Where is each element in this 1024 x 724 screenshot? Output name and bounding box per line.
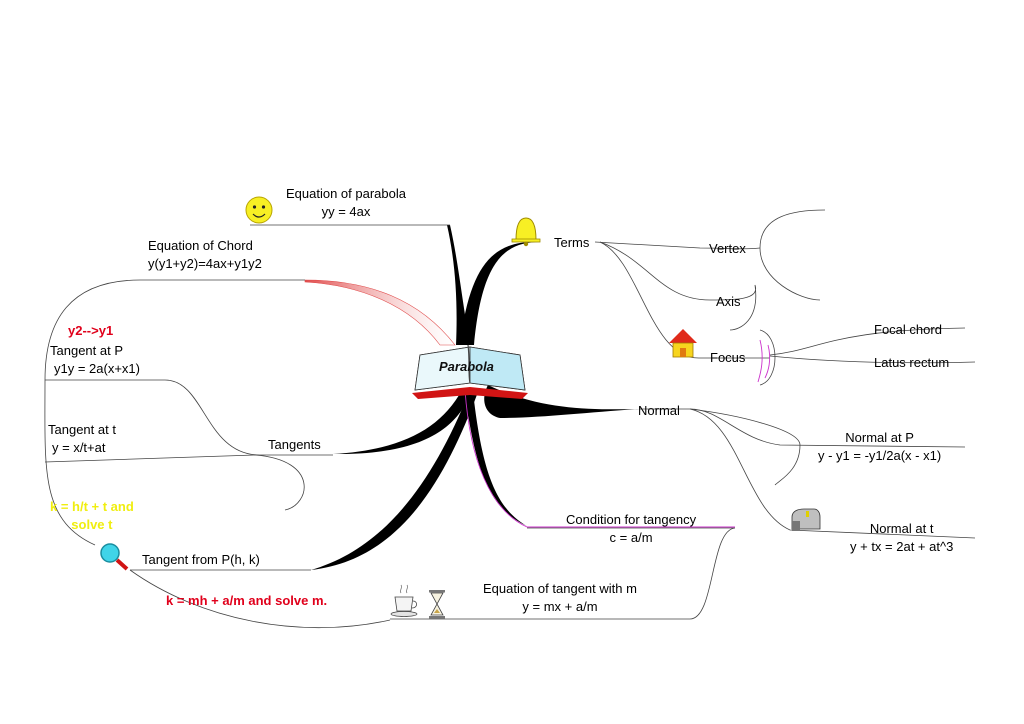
node-formula: y = mx + a/m	[522, 599, 598, 614]
house-icon	[669, 329, 697, 358]
node-axis[interactable]: Axis	[716, 294, 741, 309]
node-focus[interactable]: Focus	[710, 350, 746, 365]
node-latus-rectum[interactable]: Latus rectum	[874, 355, 950, 370]
node-formula: yy = 4ax	[321, 204, 371, 219]
branch-tangents	[333, 390, 470, 455]
branch-eq-parabola	[447, 225, 470, 345]
node-title: Equation of Chord	[148, 238, 253, 253]
main-branches	[311, 225, 640, 570]
node-tangent-from-p[interactable]: Tangent from P(h, k)	[142, 552, 260, 567]
node-terms[interactable]: Terms	[554, 235, 590, 250]
note-line: k = h/t + t and	[50, 499, 134, 514]
branch-terms	[460, 241, 540, 345]
hourglass-icon	[429, 590, 445, 619]
node-tangent-at-p[interactable]: Tangent at P y1y = 2a(x+x1)	[50, 342, 140, 378]
smiley-icon	[245, 196, 273, 224]
bell-icon	[511, 217, 541, 247]
branch-normal	[484, 385, 640, 418]
open-book-icon	[412, 344, 528, 399]
node-title: Condition for tangency	[566, 512, 697, 527]
center-node-title[interactable]: Parabola	[439, 359, 494, 374]
node-title: Equation of tangent with m	[483, 581, 637, 596]
node-equation-of-tangent-with-m[interactable]: Equation of tangent with m y = mx + a/m	[483, 580, 637, 616]
node-equation-of-parabola[interactable]: Equation of parabola yy = 4ax	[286, 185, 406, 221]
node-title: Tangent at t	[48, 422, 116, 437]
node-formula: y = x/t+at	[52, 440, 106, 455]
node-normal[interactable]: Normal	[638, 403, 680, 418]
node-formula: y + tx = 2at + at^3	[850, 539, 954, 554]
note-k-mh[interactable]: k = mh + a/m and solve m.	[166, 593, 328, 608]
coffee-cup-icon	[390, 584, 418, 617]
note-k-h-t[interactable]: k = h/t + t and solve t	[50, 498, 134, 534]
node-formula: y1y = 2a(x+x1)	[54, 361, 140, 376]
branch-condition	[465, 392, 527, 526]
node-tangent-at-t[interactable]: Tangent at t y = x/t+at	[48, 421, 116, 457]
node-normal-at-t[interactable]: Normal at t y + tx = 2at + at^3	[850, 520, 953, 556]
branch-eq-chord	[304, 279, 456, 346]
note-line: solve t	[71, 517, 113, 532]
node-title: Normal at P	[845, 430, 914, 445]
note-y2-y1[interactable]: y2-->y1	[68, 323, 114, 338]
highlight-lines	[464, 339, 771, 528]
node-focal-chord[interactable]: Focal chord	[874, 322, 942, 337]
node-title: Normal at t	[869, 521, 934, 536]
node-formula: y(y1+y2)=4ax+y1y2	[148, 256, 262, 271]
connector-lines	[44, 209, 976, 629]
node-formula: y - y1 = -y1/2a(x - x1)	[818, 448, 942, 463]
node-tangents[interactable]: Tangents	[268, 437, 321, 452]
node-equation-of-chord[interactable]: Equation of Chord y(y1+y2)=4ax+y1y2	[148, 237, 262, 273]
magnifier-icon	[100, 543, 129, 571]
node-title: Tangent at P	[50, 343, 123, 358]
node-normal-at-p[interactable]: Normal at P y - y1 = -y1/2a(x - x1)	[818, 429, 941, 465]
node-title: Equation of parabola	[286, 186, 406, 201]
node-formula: c = a/m	[609, 530, 653, 545]
node-condition-for-tangency[interactable]: Condition for tangency c = a/m	[566, 511, 696, 547]
mailbox-icon	[791, 508, 821, 531]
node-vertex[interactable]: Vertex	[709, 241, 746, 256]
